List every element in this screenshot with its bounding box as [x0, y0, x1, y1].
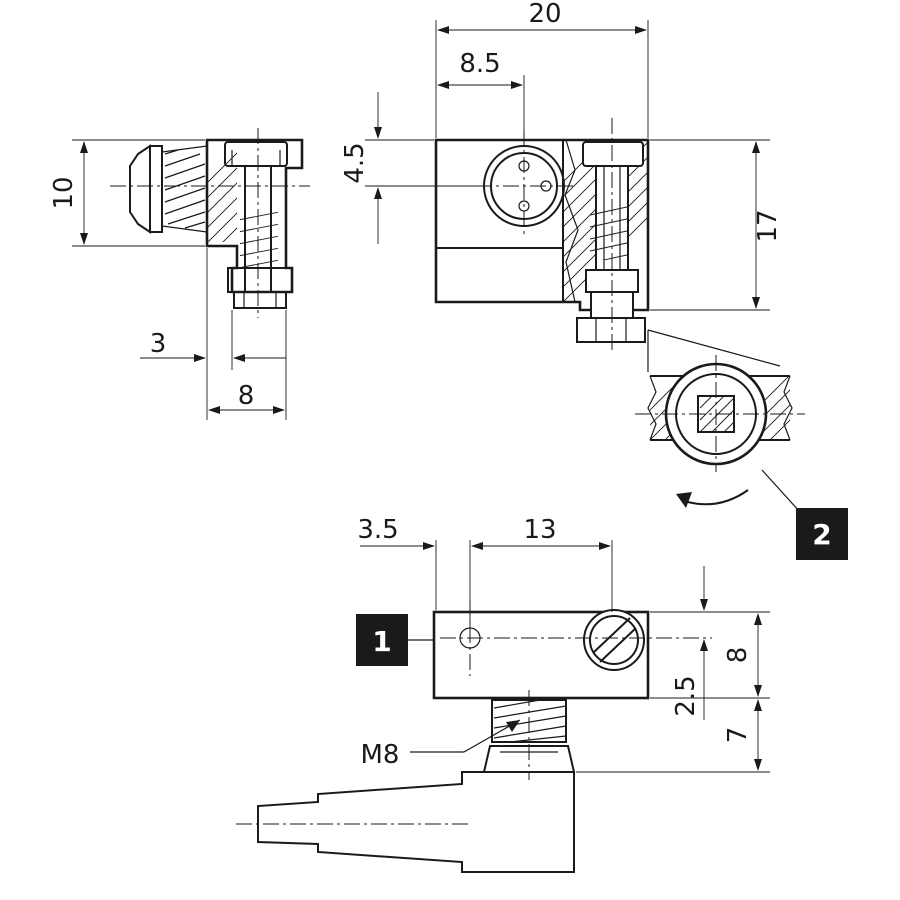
side-view	[110, 128, 310, 318]
front-view	[434, 118, 650, 350]
dim-20: 20	[528, 0, 561, 29]
dim-17: 17	[753, 209, 783, 242]
dim-8-5: 8.5	[459, 49, 500, 79]
detail-view	[635, 329, 805, 513]
dim-2-5: 2.5	[671, 675, 701, 716]
bottom-dimensions: 3.5 13 8 7 2.5 M8	[357, 515, 770, 773]
callout-2-label: 2	[812, 518, 831, 551]
dim-10: 10	[49, 176, 79, 209]
callout-1: 1	[356, 614, 434, 666]
front-dimensions: 20 8.5 4.5 17	[340, 0, 783, 311]
dim-8-bottom: 8	[723, 647, 753, 664]
dim-3-5: 3.5	[357, 515, 398, 545]
dim-13: 13	[523, 515, 556, 545]
dim-3: 3	[150, 329, 167, 359]
side-dimensions: 10 3 8	[49, 139, 287, 420]
dim-7: 7	[723, 727, 753, 744]
dim-8-side: 8	[238, 381, 255, 411]
bottom-view	[236, 600, 712, 873]
thread-label: M8	[361, 740, 400, 770]
callout-2: 2	[796, 508, 848, 560]
dim-4-5: 4.5	[340, 142, 370, 183]
callout-1-label: 1	[372, 625, 391, 658]
